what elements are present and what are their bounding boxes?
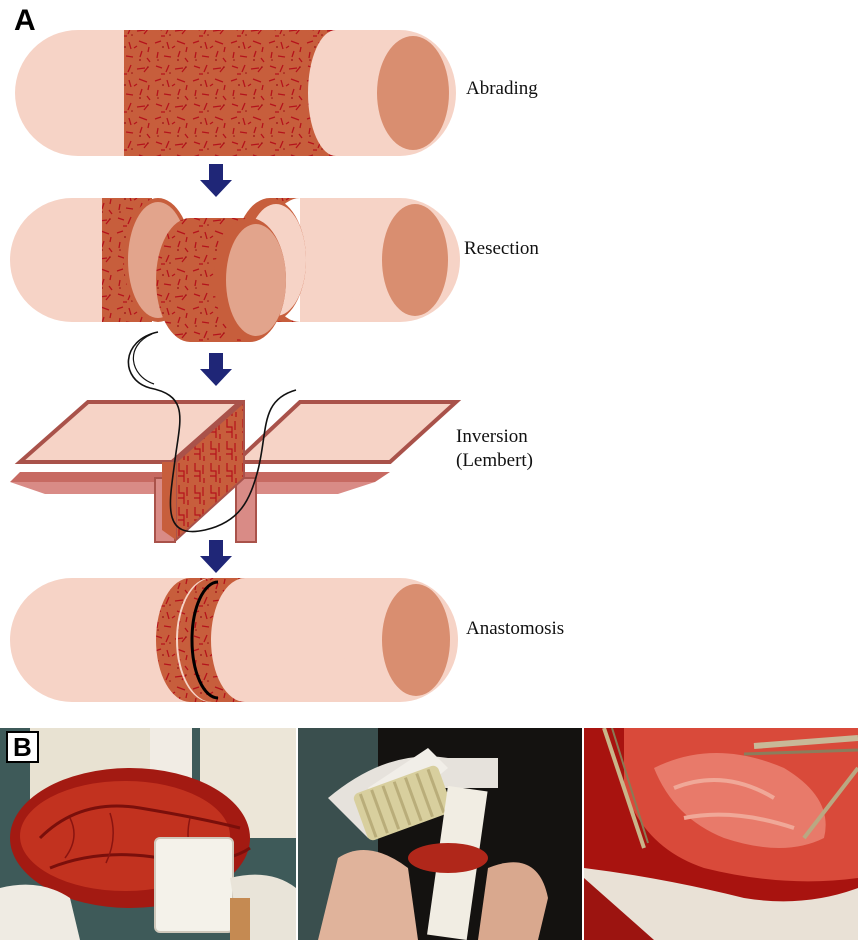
anastomosis-tube: [10, 578, 458, 702]
step-label-anastomosis: Anastomosis: [466, 618, 564, 640]
inversion-schematic: [10, 402, 456, 542]
step-label-abrading: Abrading: [466, 78, 538, 100]
step-label-resection: Resection: [464, 238, 539, 260]
surgical-photo-forceps-anastomosis: [584, 728, 858, 940]
surgical-photo-toothbrush-abrading: [298, 728, 582, 940]
intestinal-procedure-diagram: [0, 0, 858, 725]
resection-segments: [10, 198, 460, 342]
step-sublabel-lembert: (Lembert): [456, 450, 533, 472]
panel-b-label: B: [6, 731, 39, 763]
surgical-photo-abrading-setup: [0, 728, 296, 940]
step-label-inversion: Inversion: [456, 426, 528, 448]
arrow-2: [200, 353, 232, 386]
arrow-3: [200, 540, 232, 573]
arrow-1: [200, 164, 232, 197]
abrading-tube: [15, 30, 456, 156]
